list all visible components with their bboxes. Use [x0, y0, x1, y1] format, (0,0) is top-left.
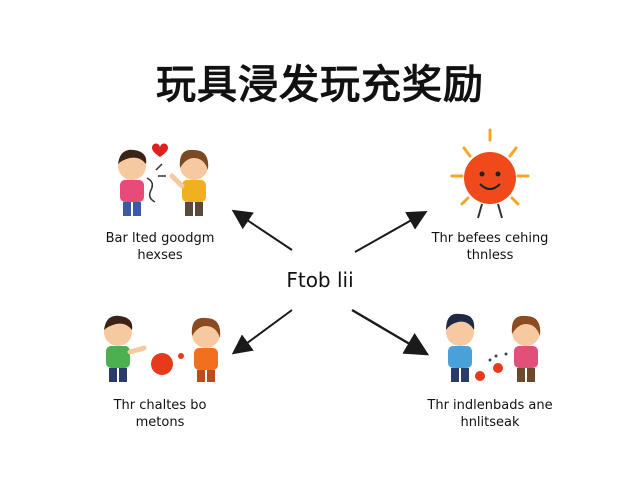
caption-bottom-right: Thr indlenbads ane hnlitseak	[390, 397, 590, 431]
center-label: Ftob lii	[286, 268, 354, 292]
caption-line: Thr indlenbads ane	[427, 398, 553, 413]
kids-with-ball-illustration	[104, 315, 221, 382]
arrow-to-bottom-right	[351, 308, 430, 356]
caption-line: hnlitseak	[460, 415, 520, 430]
kids-talking-illustration	[118, 143, 209, 216]
caption-line: Thr chaltes bo	[113, 398, 207, 413]
heart-icon	[152, 143, 168, 157]
sun-character-illustration	[450, 128, 530, 219]
caption-line: Thr befees cehing	[431, 231, 549, 246]
caption-top-left: Bar lted goodgm hexses	[60, 230, 260, 264]
caption-top-right: Thr befees cehing thnless	[390, 230, 590, 264]
kids-playing-illustration	[446, 313, 541, 382]
arrow-to-top-left	[231, 209, 293, 251]
ball-icon	[151, 353, 173, 375]
caption-line: hexses	[137, 248, 183, 263]
caption-line: Bar lted goodgm	[105, 231, 215, 246]
arrow-to-bottom-left	[231, 309, 293, 355]
sun-icon	[464, 152, 516, 204]
caption-line: metons	[135, 415, 185, 430]
caption-line: thnless	[466, 248, 514, 263]
page-title: 玩具浸发玩充奖励	[156, 62, 484, 108]
caption-bottom-left: Thr chaltes bo metons	[60, 397, 260, 431]
arrow-to-top-right	[354, 211, 428, 253]
